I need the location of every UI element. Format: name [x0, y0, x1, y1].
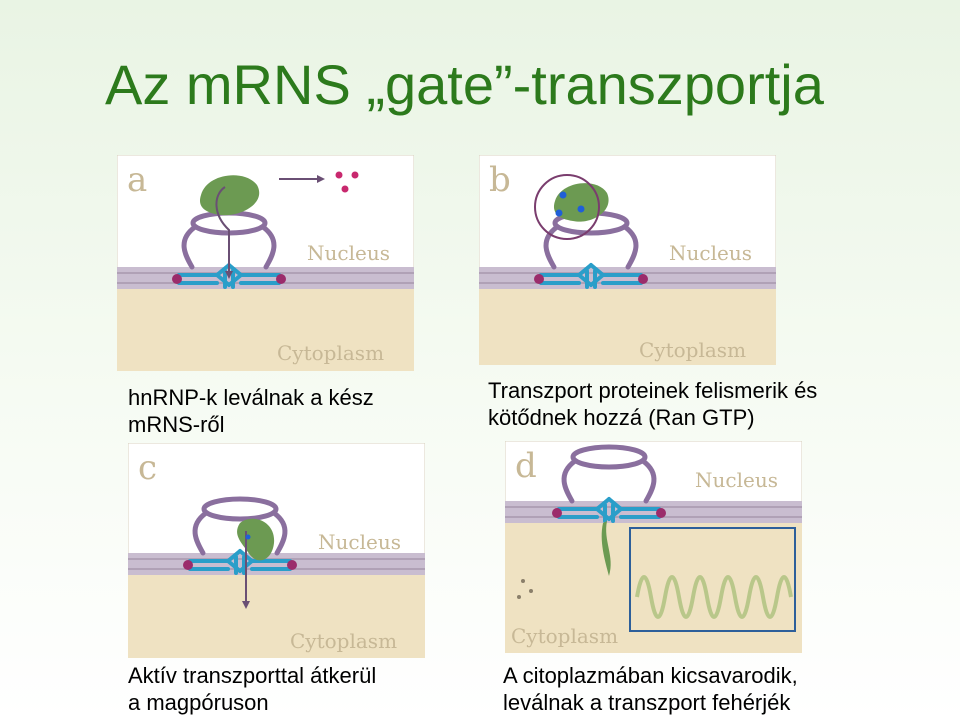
caption-b: Transzport proteinek felismerik és kötőd… — [488, 377, 817, 431]
highlight-box — [629, 527, 796, 632]
panel-a: a Nucleus Cytoplasm — [117, 155, 414, 371]
nucleus-label: Nucleus — [318, 530, 401, 554]
unwound-mrna — [635, 575, 793, 619]
caption-line: Transzport proteinek felismerik és — [488, 378, 818, 403]
caption-line: A citoplazmában kicsavarodik, — [503, 663, 798, 688]
mrnp-particle — [199, 175, 260, 216]
panel-letter: a — [127, 160, 147, 200]
cytoplasm-label: Cytoplasm — [511, 624, 618, 648]
caption-line: leválnak a transzport fehérjék — [503, 690, 791, 715]
caption-line: Aktív transzporttal átkerül — [128, 663, 377, 688]
cytoplasm-label: Cytoplasm — [290, 629, 397, 653]
cytoplasm-label: Cytoplasm — [277, 341, 384, 365]
caption-c: Aktív transzporttal átkerül a magpóruson — [128, 662, 376, 716]
cytoplasm-label: Cytoplasm — [639, 338, 746, 362]
panel-b: b Nucleus Cytoplasm — [479, 155, 776, 365]
nucleus-label: Nucleus — [695, 468, 778, 492]
caption-line: hnRNP-k leválnak a kész — [128, 385, 374, 410]
panel-letter: b — [489, 160, 511, 200]
caption-d: A citoplazmában kicsavarodik, leválnak a… — [503, 662, 798, 716]
caption-a: hnRNP-k leválnak a kész mRNS-ről — [128, 384, 374, 438]
cytoplasm-region — [117, 283, 414, 371]
panel-d: d Nucleus Cytoplasm — [505, 441, 802, 653]
nucleus-label: Nucleus — [669, 241, 752, 265]
nucleus-label: Nucleus — [307, 241, 390, 265]
panel-c: c Nucleus Cytoplasm — [128, 443, 425, 658]
nuclear-pore — [177, 263, 281, 289]
caption-line: mRNS-ről — [128, 412, 225, 437]
panel-letter: c — [138, 448, 157, 488]
panel-letter: d — [515, 446, 537, 486]
slide-title: Az mRNS „gate”-transzportja — [105, 53, 824, 116]
caption-line: a magpóruson — [128, 690, 269, 715]
nuclear-membrane — [117, 267, 414, 289]
caption-line: kötődnek hozzá (Ran GTP) — [488, 405, 755, 430]
